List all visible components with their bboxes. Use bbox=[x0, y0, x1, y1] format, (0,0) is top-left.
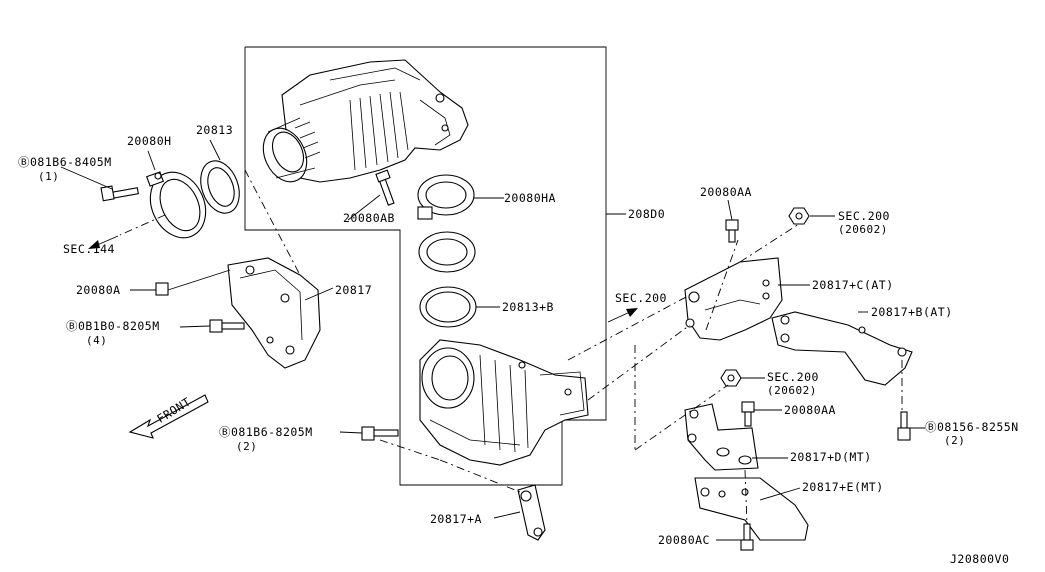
arrow-sec200-mid bbox=[607, 308, 638, 323]
lower-catalyst-illustration bbox=[419, 339, 589, 466]
label-20813b: 20813+B bbox=[502, 300, 554, 314]
bolt-081b0-8205m bbox=[209, 319, 245, 333]
label-qty-1: (1) bbox=[38, 170, 59, 183]
gasket-20813b bbox=[419, 286, 477, 328]
label-sec144: SEC.144 bbox=[63, 242, 115, 256]
label-20817: 20817 bbox=[335, 283, 372, 297]
bolt-081b6-8405m bbox=[100, 185, 139, 202]
label-20080ac: 20080AC bbox=[658, 533, 710, 547]
bolt-20080aa-top bbox=[725, 219, 739, 243]
label-sec200-top-sub: (20602) bbox=[838, 223, 888, 236]
label-20080aa-top: 20080AA bbox=[700, 185, 752, 199]
label-20080ha: 20080HA bbox=[504, 191, 556, 205]
label-20080ab: 20080AB bbox=[343, 211, 395, 225]
label-20817d-mt: 20817+D(MT) bbox=[790, 450, 872, 464]
stud-20080ab bbox=[375, 169, 395, 206]
clamp-20080ha bbox=[417, 174, 475, 220]
bracket-20817d-mt bbox=[684, 403, 759, 471]
label-20817b-at: 20817+B(AT) bbox=[871, 305, 953, 319]
label-20817a: 20817+A bbox=[430, 512, 482, 526]
label-sec200-top: SEC.200 bbox=[838, 209, 890, 223]
label-bolt-081b6-8205m: Ⓑ081B6-8205M bbox=[219, 425, 313, 439]
label-qty-2a: (2) bbox=[236, 440, 257, 453]
bracket-20817a bbox=[517, 484, 546, 541]
nut-sec200-low bbox=[720, 369, 742, 387]
label-20080a: 20080A bbox=[76, 283, 121, 297]
bracket-20817 bbox=[227, 257, 321, 369]
label-20817c-at: 20817+C(AT) bbox=[812, 278, 894, 292]
label-qty-2b: (2) bbox=[944, 434, 965, 447]
leader-lines bbox=[60, 139, 925, 541]
bolt-08156-8255n bbox=[897, 411, 911, 441]
label-20080h: 20080H bbox=[127, 134, 172, 148]
label-qty-4: (4) bbox=[86, 334, 107, 347]
label-bolt-08156-8255n: Ⓑ08156-8255N bbox=[925, 420, 1019, 434]
bolt-20080a bbox=[155, 282, 169, 296]
label-sec200-low-sub: (20602) bbox=[767, 384, 817, 397]
bracket-20817b-at bbox=[771, 311, 913, 386]
bolt-081b6-8205m bbox=[361, 426, 399, 441]
arrow-sec144 bbox=[88, 235, 119, 249]
bracket-20817e-mt bbox=[694, 477, 809, 541]
gasket-20813 bbox=[200, 160, 240, 214]
diagram-code: J20800V0 bbox=[950, 552, 1009, 566]
label-20817e-mt: 20817+E(MT) bbox=[802, 480, 884, 494]
label-bolt-081b6-8405m: Ⓑ081B6-8405M bbox=[18, 155, 112, 169]
bolt-20080aa-low bbox=[741, 401, 755, 427]
dashed-connection-lines bbox=[119, 169, 903, 525]
label-208d0: 208D0 bbox=[628, 207, 665, 221]
upper-catalyst-illustration bbox=[262, 59, 469, 183]
clamp-20080h bbox=[146, 171, 207, 239]
label-20813: 20813 bbox=[196, 123, 233, 137]
label-sec200-low: SEC.200 bbox=[767, 370, 819, 384]
label-sec200-mid: SEC.200 bbox=[615, 291, 667, 305]
nut-sec200-top bbox=[788, 207, 810, 225]
gasket-ring-middle bbox=[418, 231, 476, 273]
label-bolt-081b0-8205m: Ⓑ0B1B0-8205M bbox=[66, 319, 160, 333]
assembly-frame bbox=[244, 46, 607, 486]
front-arrow-icon bbox=[128, 394, 209, 439]
bracket-20817c-at bbox=[684, 257, 783, 341]
label-20080aa-low: 20080AA bbox=[784, 403, 836, 417]
